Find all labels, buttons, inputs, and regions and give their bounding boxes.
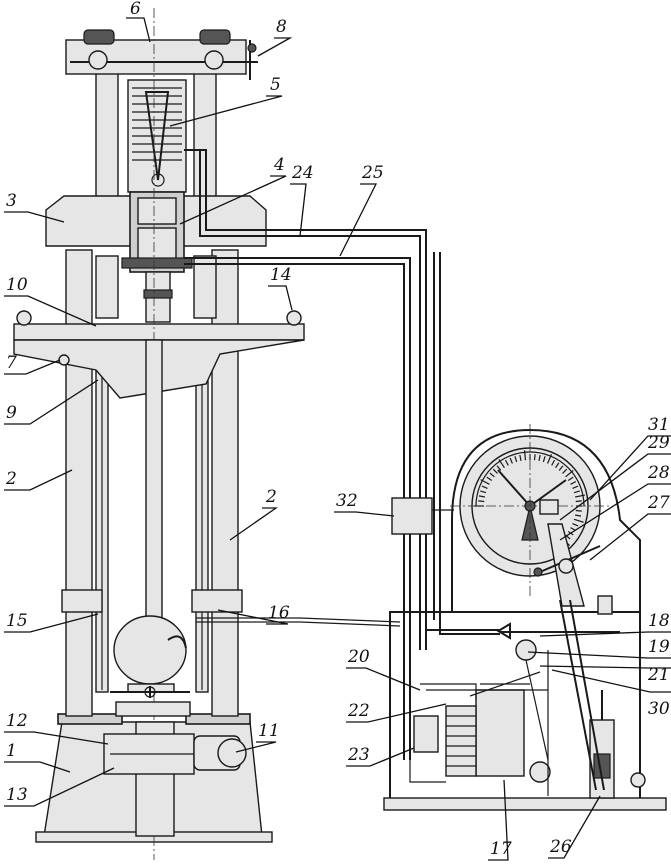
lower-crosshead-right [191,589,243,613]
label-5: 5 [270,75,281,95]
label-20: 20 [347,647,370,667]
label-19: 19 [648,637,670,657]
gauge-tick [492,468,498,474]
gauge-tick [574,514,582,517]
label-21: 21 [647,665,670,685]
gauge-tick [489,472,495,478]
gauge-tick [573,490,580,494]
gauge-tick [486,476,493,481]
lower-crosshead-left [61,589,103,613]
top-nut-right [199,29,231,45]
label-2-right: 2 [265,487,277,507]
leader-lines [4,17,671,861]
label-24: 24 [291,163,314,183]
label-26: 26 [549,837,572,857]
gauge-tick [555,462,560,469]
label-6: 6 [130,0,141,19]
gauge-tick [519,454,522,462]
upper-column-left [95,69,119,201]
counter-arm [539,545,601,573]
gauge-tick [575,509,582,512]
gauge-tick [504,459,509,466]
press-frame [13,8,305,860]
label-27: 27 [647,493,670,513]
gauge-tick [481,485,488,489]
gauge-tick [533,454,536,461]
gauge-tick [575,500,582,503]
gauge-tick [478,500,485,503]
gauge-tick [551,459,556,466]
label-15: 15 [6,611,28,631]
label-10: 10 [6,275,28,295]
label-18: 18 [648,611,670,631]
table-lock-screw [58,354,70,366]
handwheel [110,686,190,698]
pump-unit [475,689,525,777]
gauge-tick [480,479,490,485]
gauge-tick [572,523,579,527]
gauge-tick [567,476,574,481]
gauge-tick [496,465,502,471]
label-23: 23 [347,745,370,765]
label-16: 16 [268,603,290,623]
label-13: 13 [6,785,28,805]
control-cabinet [383,424,667,811]
label-22: 22 [347,701,370,721]
label-25: 25 [361,163,384,183]
label-17: 17 [490,839,512,859]
label-3: 3 [6,191,17,211]
table-bolt-right [286,310,302,326]
gauge-tick [538,454,541,462]
top-nut-left [83,29,115,45]
gauge-tick [570,480,577,485]
gauge-tick [498,459,505,469]
column-right [211,249,239,717]
label-7: 7 [6,353,17,373]
label-32: 32 [336,491,358,511]
gauge-tick [573,518,584,523]
label-11: 11 [258,721,280,741]
label-1: 1 [6,741,17,761]
label-30: 30 [648,699,670,719]
gauge-tick [547,454,552,464]
specimen-grip [113,615,187,685]
piston-flange [121,257,193,269]
gauge-tick [523,450,527,461]
part-labels: 1 2 2 3 4 5 6 7 8 9 10 11 12 13 14 15 16… [5,0,670,859]
moving-table [13,323,305,341]
gauge-tick [572,485,579,489]
gauge-tick [514,456,518,463]
label-8: 8 [276,17,287,37]
label-9: 9 [6,403,17,423]
label-14: 14 [270,265,292,285]
pump-manifold [445,705,477,777]
gauge-tick [574,494,586,498]
label-31: 31 [648,415,670,435]
pull-rod [145,339,163,641]
gauge-tick [480,490,487,494]
label-12: 12 [6,711,28,731]
gauge-tick [509,457,513,464]
label-4: 4 [273,155,285,175]
gauge-tick [542,456,546,463]
gauge-tick [478,495,486,498]
column-left [65,249,93,717]
gauge-tick [558,465,564,471]
label-28: 28 [647,463,670,483]
gauge-tick [565,470,574,478]
valve-block [391,497,433,535]
gauge-tick [562,468,568,474]
label-2-left: 2 [5,469,17,489]
label-29: 29 [647,433,670,453]
lower-platen [115,701,191,717]
table-bolt-left [16,310,32,326]
electric-unit [413,715,439,753]
cabinet-floor [383,797,667,811]
pressure-pipes [184,149,441,760]
